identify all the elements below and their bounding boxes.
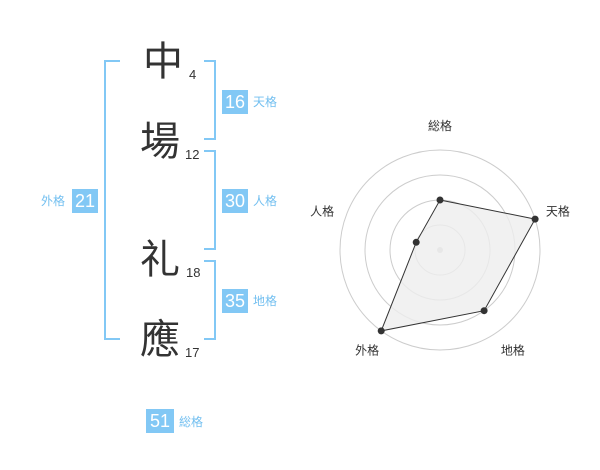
soukaku-label: 総格 (179, 415, 204, 429)
radar-point-5 (412, 238, 420, 246)
radar-point-3 (480, 307, 488, 315)
radar-axis-label-2: 天格 (546, 204, 570, 219)
stroke-count-4: 17 (185, 345, 200, 360)
radar-ring-4 (339, 149, 541, 351)
stroke-count-1: 4 (189, 67, 197, 82)
tenkaku-bracket (204, 60, 216, 140)
gaikaku-bracket (104, 60, 120, 340)
jinkaku-label: 人格 (253, 194, 278, 208)
chikaku-label: 地格 (253, 294, 278, 308)
jinkaku-value: 30 (222, 189, 248, 213)
radar-point-4 (377, 327, 385, 335)
soukaku-value: 51 (146, 409, 174, 433)
radar-axis-label-3: 地格 (501, 342, 525, 357)
radar-point-1 (436, 196, 444, 204)
name-char-1: 中 (143, 39, 183, 85)
radar-area (380, 199, 536, 332)
stroke-count-2: 12 (185, 147, 200, 162)
name-char-2: 場 (140, 119, 180, 165)
radar-axis-label-1: 総格 (428, 118, 452, 133)
chikaku-value: 35 (222, 289, 248, 313)
gaikaku-label: 外格 (41, 194, 66, 208)
chikaku-bracket (204, 260, 216, 340)
radar-axis-label-4: 外格 (355, 342, 379, 357)
radar-axis-label-5: 人格 (310, 204, 334, 219)
radar-point-2 (531, 215, 539, 223)
tenkaku-value: 16 (222, 90, 248, 114)
gaikaku-value: 21 (72, 189, 98, 213)
stroke-count-3: 18 (186, 265, 201, 280)
name-char-3: 礼 (140, 237, 180, 283)
jinkaku-bracket (204, 150, 216, 250)
name-char-4: 應 (140, 317, 180, 363)
tenkaku-label: 天格 (253, 95, 278, 109)
